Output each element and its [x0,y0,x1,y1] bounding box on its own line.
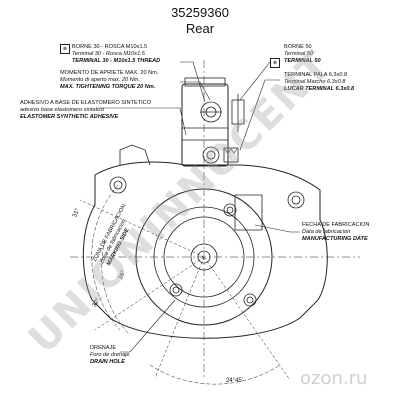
torque-label-es: MOMENTO DE APRIETE MAX. 20 Nm. [60,70,159,76]
part-number: 35259360 [171,5,229,20]
view-label: Rear [185,21,215,36]
terminal-50-label-it: Terminal 50 [284,51,314,57]
drain-label-es: DRENAJE [90,345,117,351]
date-label-en: MANUFACTURING DATE [302,236,368,242]
date-label-es: FECHA DE FABRICACION [302,222,370,228]
site-watermark: ozon.ru [300,368,368,389]
adhesive-label-en: ELASTOMER SYNTHETIC ADHESIVE [20,114,119,120]
terminal-30-label-it: Terminal 30 - Rosca M10x1.5 [72,51,145,57]
terminal-50-label-es: BORNE 50 [284,44,312,50]
adhesive-label-it: adesivo base elastomero sintetico [20,107,105,113]
torque-label-en: MAX. TIGHTENING TORQUE 20 Nm. [60,84,156,90]
terminal-30-symbol-box: ⊗ [60,44,70,54]
torque-label-it: Momento di aperto max. 20 Nm. [60,77,140,83]
terminal-30-label-es: BORNE 30 - ROSCA M10x1.5 [72,44,148,50]
angle-d-label: 24°45' [226,378,243,384]
lucar-label-it: Terminal Marcho 6.3x0.8 [284,79,346,85]
drain-label-it: Foro de drenaje [90,352,130,358]
lucar-label-en: LUCAR TERMINAL 6.3x0.8 [284,86,355,92]
adhesive-label-es: ADHESIVO A BASE DE ELASTOMERO SINTETICO [20,100,152,106]
terminal-50-label-en: TERMINAL 50 [284,58,321,64]
lucar-label-es: TERMINAL PALA 6.3x0.8 [284,72,348,78]
drain-label-en: DRAIN HOLE [90,359,125,365]
terminal-30-label-en: TERMINAL 30 - M10x1.5 THREAD [72,58,161,64]
terminal-50-symbol-box: ⊗ [270,58,280,68]
date-label-it: Data de fabricacion [302,229,351,235]
